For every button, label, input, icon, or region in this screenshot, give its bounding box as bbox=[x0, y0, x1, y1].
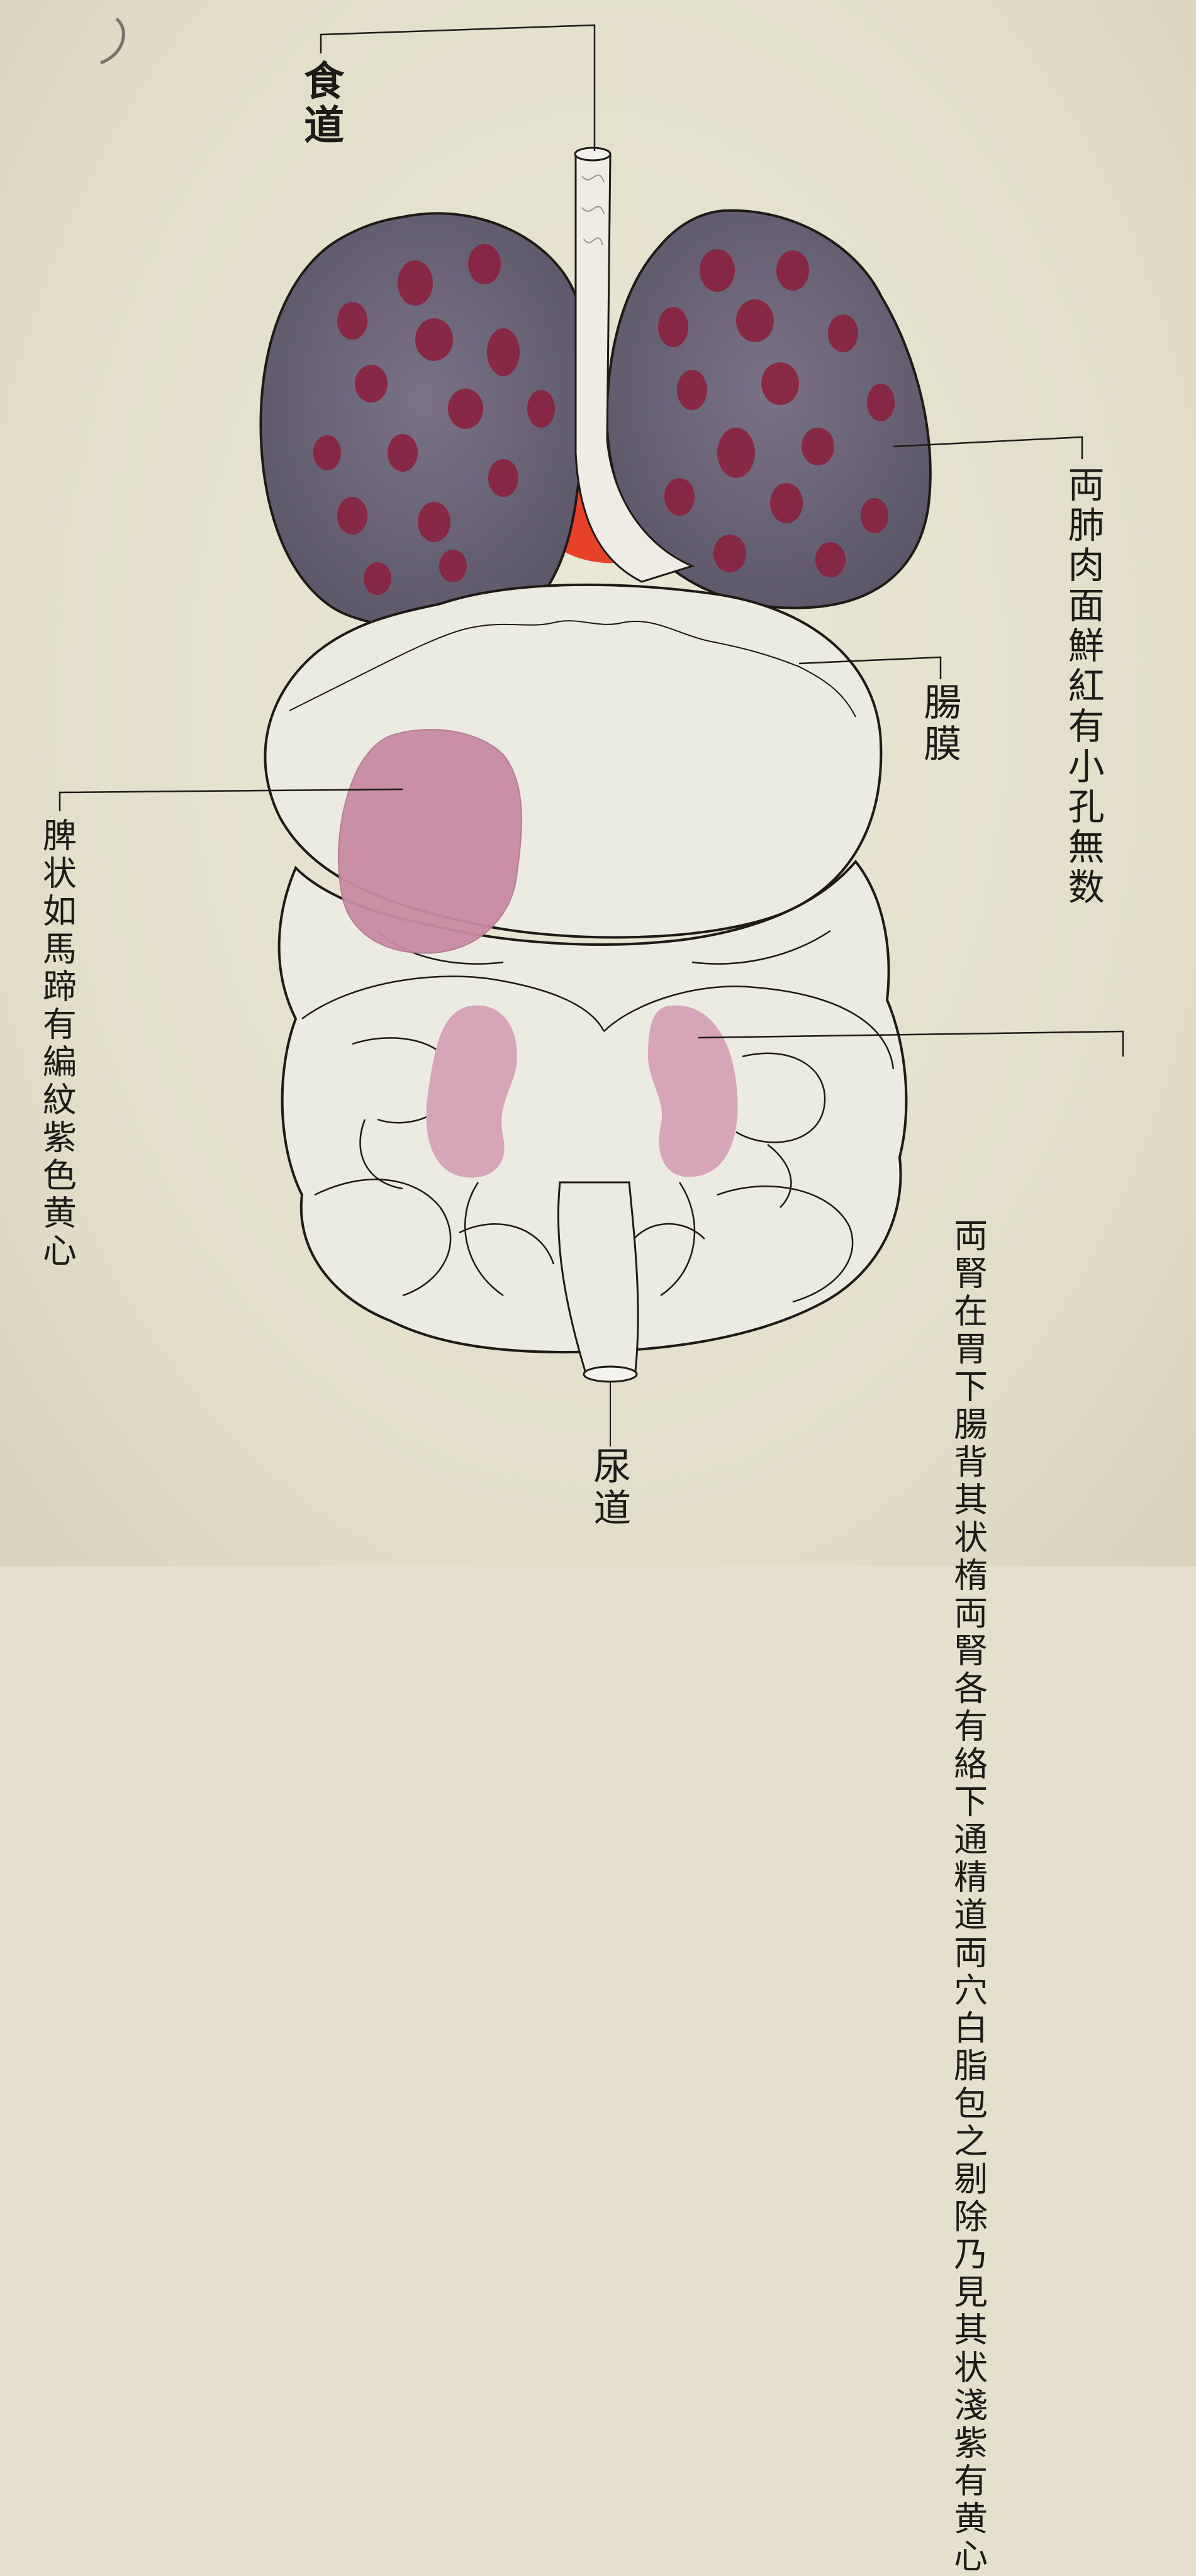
esophagus-leader bbox=[321, 25, 595, 151]
rectum-opening bbox=[584, 1367, 637, 1382]
label-kidneys-col-3: 道両穴白脂包之剔除 bbox=[949, 1897, 985, 2236]
label-spleen: 脾状如馬蹄有編紋紫色黄心 bbox=[38, 818, 74, 1421]
anatomical-illustration-sheet: 食道 両肺肉面鮮紅有小孔無数 腸膜 脾状如馬蹄有編紋紫色黄心 両腎在胃下腸背其状… bbox=[0, 0, 1196, 1566]
label-kidneys-col-2: 楕両腎各有絡下通精 bbox=[949, 1557, 985, 1897]
label-esophagus: 食道 bbox=[299, 60, 342, 211]
label-kidneys-col-1: 両腎在胃下腸背其状 bbox=[949, 1218, 985, 1557]
label-kidneys: 両腎在胃下腸背其状楕両腎各有絡下通精道両穴白脂包之剔除乃見其状淺紫有黄心 bbox=[912, 1044, 1022, 1522]
label-mesentery: 腸膜 bbox=[919, 682, 959, 796]
spleen-shape bbox=[338, 730, 522, 953]
esophagus-opening bbox=[575, 148, 610, 160]
ink-mark bbox=[101, 19, 123, 63]
label-lungs: 両肺肉面鮮紅有小孔無数 bbox=[1063, 465, 1103, 969]
label-urethra: 尿道 bbox=[588, 1446, 629, 1560]
label-kidneys-col-4: 乃見其状淺紫有黄心 bbox=[949, 2236, 985, 2576]
